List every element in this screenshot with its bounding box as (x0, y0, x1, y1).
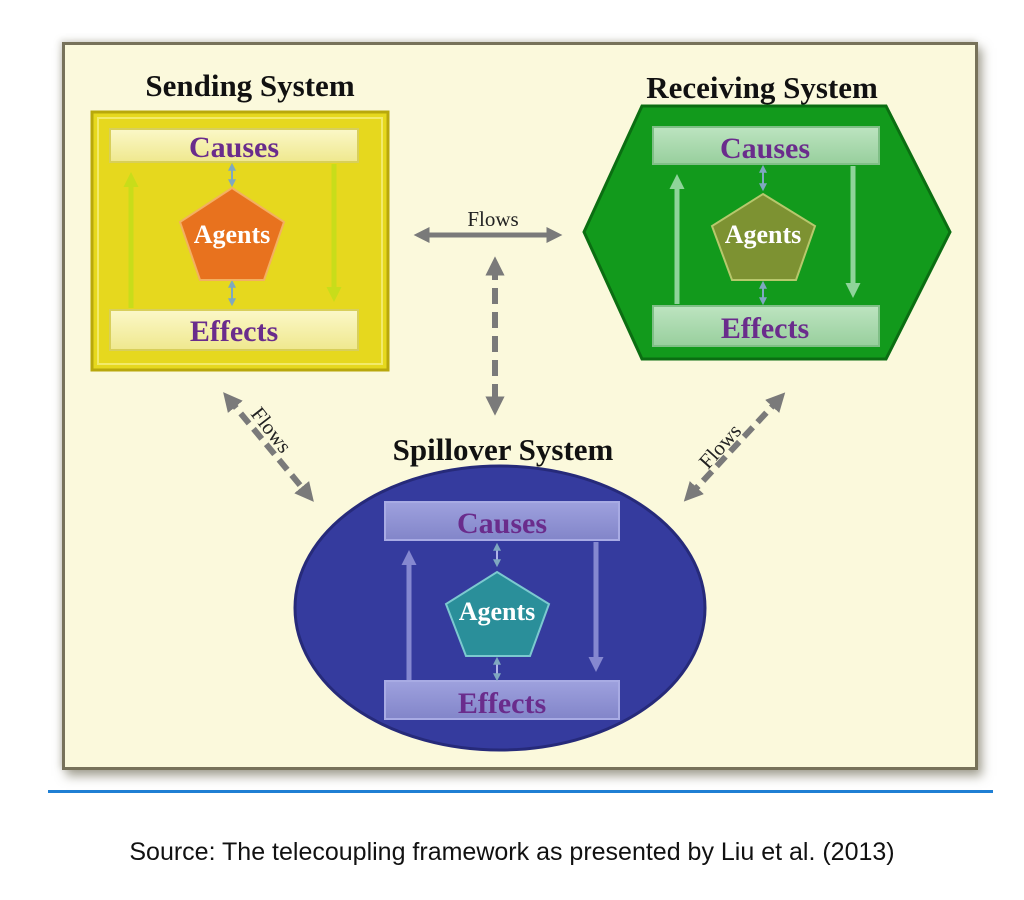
receiving-causes-box (652, 126, 880, 165)
spillover-effects-label: Effects (458, 687, 546, 720)
source-caption: Source: The telecoupling framework as pr… (129, 838, 895, 866)
sending-agents-label: Agents (194, 220, 271, 249)
sending-agents-pentagon (178, 186, 286, 281)
spillover-effects-box (384, 680, 620, 720)
sending-system-title: Sending System (145, 68, 354, 103)
flow-receiving-spillover: Flows (683, 392, 786, 502)
receiving-agents-pentagon (710, 192, 817, 281)
receiving-causes-label: Causes (720, 132, 810, 165)
flow-sending-receiving-label: Flows (467, 207, 518, 231)
flow-sending-spillover: Flows (223, 392, 314, 502)
receiving-effects-box (652, 305, 880, 347)
sending-effects-label: Effects (190, 315, 278, 348)
sending-system: Sending System Causes Effects Agents (90, 68, 390, 372)
spillover-system: Spillover System Causes Effects Agents (293, 432, 707, 752)
sending-causes-label: Causes (189, 131, 279, 164)
sending-effects-box (109, 309, 359, 351)
spillover-system-title: Spillover System (393, 432, 614, 467)
receiving-system-title: Receiving System (646, 70, 878, 105)
receiving-effects-label: Effects (721, 312, 809, 345)
spillover-agents-pentagon (444, 570, 551, 657)
divider-line (48, 790, 993, 793)
sending-causes-box (109, 128, 359, 163)
spillover-causes-label: Causes (457, 507, 547, 540)
flow-receiving-spillover-arrow (683, 392, 786, 502)
spillover-causes-box (384, 501, 620, 541)
receiving-system: Receiving System Causes Effects Agents (582, 70, 952, 361)
flow-sending-spillover-arrow (223, 392, 314, 502)
receiving-agents-label: Agents (725, 220, 802, 249)
flow-sending-receiving: Flows (413, 207, 563, 244)
spillover-agents-label: Agents (459, 597, 536, 626)
